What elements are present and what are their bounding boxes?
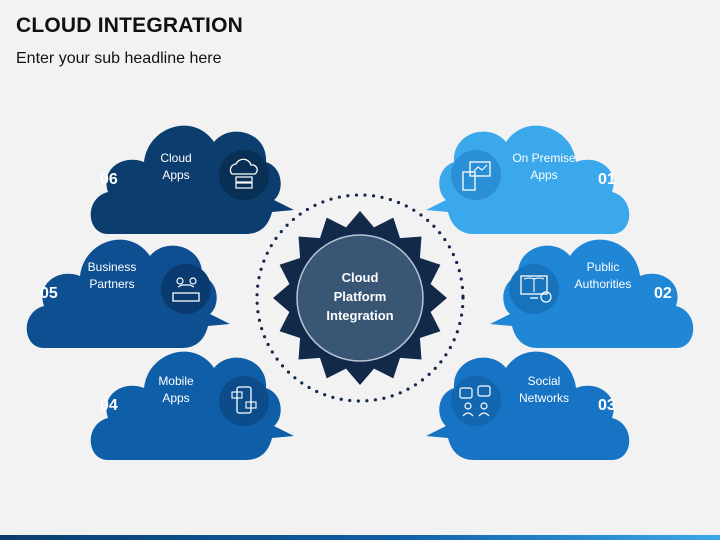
cloud-04-label: Mobile Apps xyxy=(158,374,194,405)
business-partners-icon xyxy=(161,264,211,314)
bottom-accent-bar xyxy=(0,535,720,540)
monitor-book-icon xyxy=(509,264,559,314)
office-building-monitor-icon xyxy=(451,150,501,200)
social-network-icon xyxy=(451,376,501,426)
page-title: CLOUD INTEGRATION xyxy=(16,14,243,37)
cloud-02-label: Public Authorities xyxy=(574,260,632,291)
cloud-05-label: Business Partners xyxy=(87,260,137,291)
cloud-03-number: 03 xyxy=(598,397,616,414)
cloud-02-number: 02 xyxy=(654,285,672,302)
cloud-01-number: 01 xyxy=(598,171,616,188)
cloud-06-number: 06 xyxy=(100,171,118,188)
cloud-06-label: Cloud Apps xyxy=(160,151,192,182)
page-subtitle: Enter your sub headline here xyxy=(16,50,222,67)
dotted-ring xyxy=(255,193,465,403)
center-label: Cloud Platform Integration xyxy=(326,270,394,323)
cloud-05-number: 05 xyxy=(40,285,58,302)
cloud-03-label: Social Networks xyxy=(518,374,569,405)
cloud-server-icon xyxy=(219,150,269,200)
cloud-04-number: 04 xyxy=(100,397,118,414)
cloud-01-label: On Premise Apps xyxy=(512,151,576,182)
center-circle xyxy=(296,234,424,362)
mobile-phone-icon xyxy=(219,376,269,426)
